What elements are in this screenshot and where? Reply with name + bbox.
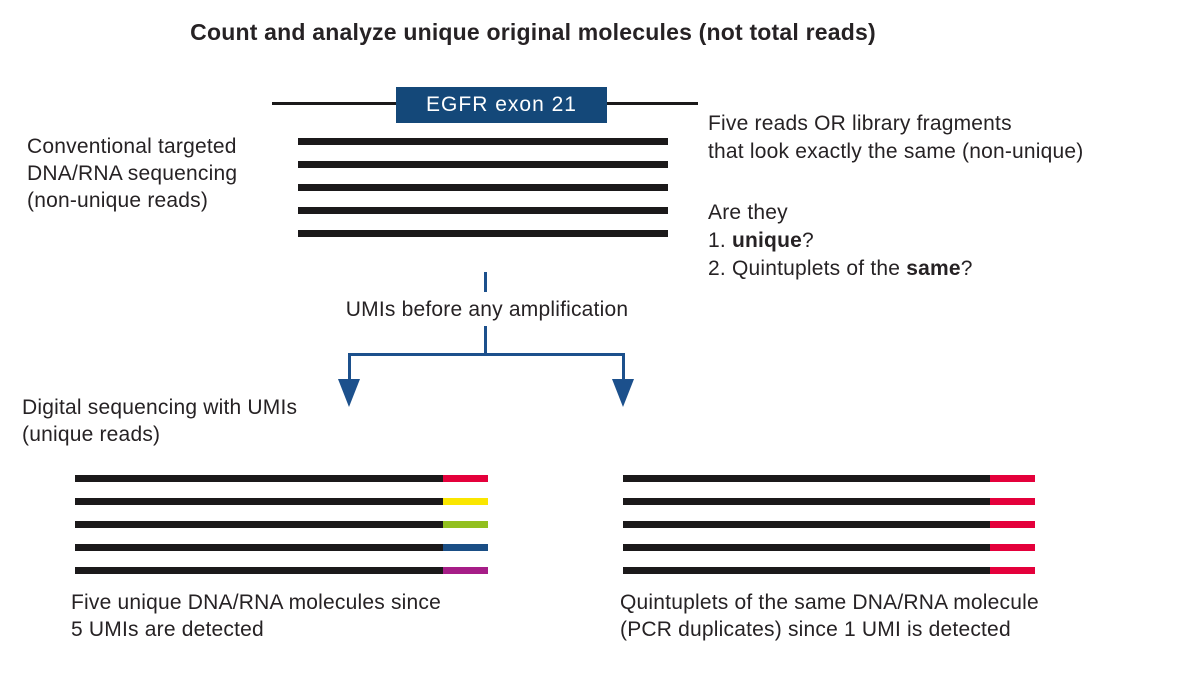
question-bold-word: unique — [731, 229, 802, 252]
unique-umi-reads-group — [75, 475, 488, 590]
unique-molecules-caption-line: Five unique DNA/RNA molecules since — [71, 591, 441, 614]
arrowhead-left-icon — [338, 379, 360, 407]
flow-arm-left — [348, 353, 351, 379]
question-intro: Are they — [708, 201, 788, 224]
flow-branch-line — [348, 353, 625, 356]
read-bar — [75, 498, 488, 505]
read-bar-body — [298, 230, 668, 237]
unique-molecules-caption-line: 5 UMIs are detected — [71, 618, 264, 641]
digital-seq-label-line: Digital sequencing with UMIs — [22, 396, 298, 419]
read-bar — [298, 161, 668, 168]
diagram-title: Count and analyze unique original molecu… — [190, 19, 876, 45]
umi-tag-purple — [443, 567, 488, 574]
question-item: 2. Quintuplets of the same? — [708, 257, 973, 280]
egfr-exon-box: EGFR exon 21 — [396, 87, 607, 123]
read-bar-body — [75, 567, 443, 574]
reads-questions: Are they 1. unique? 2. Quintuplets of th… — [708, 199, 973, 283]
umi-tag-red — [990, 475, 1035, 482]
umi-tag-green — [443, 521, 488, 528]
read-bar — [298, 207, 668, 214]
read-bar-body — [623, 567, 990, 574]
umi-tag-red — [443, 475, 488, 482]
umi-tag-red — [990, 521, 1035, 528]
conventional-seq-label-line: Conventional targeted — [27, 135, 237, 158]
read-bar — [623, 498, 1035, 505]
read-bar — [298, 230, 668, 237]
read-bar-body — [623, 498, 990, 505]
duplicate-umi-reads-group — [623, 475, 1035, 590]
flow-stem-bottom — [484, 326, 487, 356]
read-bar-body — [75, 544, 443, 551]
digital-seq-label-line: (unique reads) — [22, 423, 161, 446]
umi-tag-red — [990, 544, 1035, 551]
read-bar-body — [75, 521, 443, 528]
duplicate-molecules-caption: Quintuplets of the same DNA/RNA molecule… — [620, 589, 1039, 643]
umi-tag-red — [990, 498, 1035, 505]
reads-description: Five reads OR library fragments that loo… — [708, 110, 1084, 166]
read-bar-body — [75, 475, 443, 482]
read-bar — [298, 184, 668, 191]
umi-step-label: UMIs before any amplification — [322, 296, 652, 323]
read-bar — [75, 544, 488, 551]
conventional-seq-label-line: (non-unique reads) — [27, 189, 209, 212]
read-bar — [75, 475, 488, 482]
read-bar-body — [75, 498, 443, 505]
conventional-seq-label-line: DNA/RNA sequencing — [27, 162, 238, 185]
conventional-seq-label: Conventional targeted DNA/RNA sequencing… — [27, 133, 237, 214]
umi-tag-red — [990, 567, 1035, 574]
read-bar — [298, 138, 668, 145]
read-bar — [75, 521, 488, 528]
read-bar — [623, 475, 1035, 482]
arrowhead-right-icon — [612, 379, 634, 407]
read-bar-body — [298, 207, 668, 214]
non-unique-reads-group — [298, 138, 668, 253]
umi-tag-blue — [443, 544, 488, 551]
read-bar-body — [298, 161, 668, 168]
read-bar — [623, 521, 1035, 528]
read-bar-body — [298, 138, 668, 145]
egfr-exon-label: EGFR exon 21 — [426, 93, 577, 116]
read-bar-body — [623, 521, 990, 528]
read-bar-body — [298, 184, 668, 191]
reads-description-line: that look exactly the same (non-unique) — [708, 140, 1084, 163]
reads-description-line: Five reads OR library fragments — [708, 112, 1012, 135]
unique-molecules-caption: Five unique DNA/RNA molecules since 5 UM… — [71, 589, 441, 643]
read-bar — [623, 544, 1035, 551]
read-bar — [75, 567, 488, 574]
read-bar-body — [623, 475, 990, 482]
read-bar — [623, 567, 1035, 574]
flow-stem-top — [484, 272, 487, 292]
duplicate-molecules-caption-line: Quintuplets of the same DNA/RNA molecule — [620, 591, 1039, 614]
flow-arm-right — [622, 353, 625, 379]
question-item: 1. unique? — [708, 229, 814, 252]
duplicate-molecules-caption-line: (PCR duplicates) since 1 UMI is detected — [620, 618, 1011, 641]
question-bold-word: same — [906, 257, 961, 280]
digital-seq-label: Digital sequencing with UMIs (unique rea… — [22, 394, 297, 448]
read-bar-body — [623, 544, 990, 551]
umi-tag-yellow — [443, 498, 488, 505]
